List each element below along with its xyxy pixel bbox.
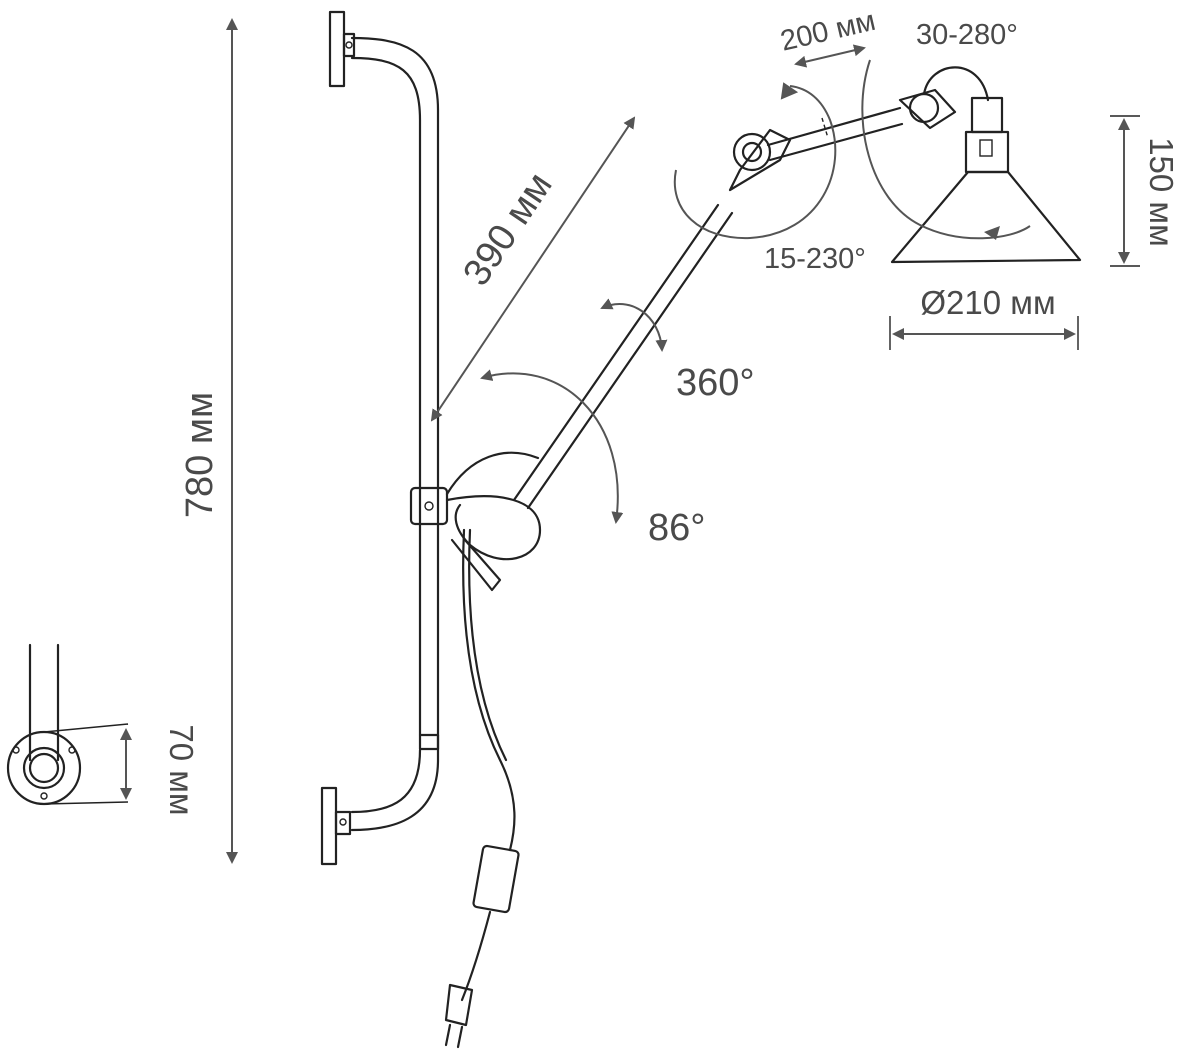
arm-rotation-arc [600,298,668,352]
total-height-label: 780 мм [179,392,221,518]
head-tilt-arc [861,59,1031,240]
base-tilt-label: 86° [648,507,705,549]
power-cord [444,528,520,1049]
wall-rail [320,10,449,866]
head-extension-dimension-line [794,44,866,68]
shade-diameter-label: Ø210 мм [920,284,1055,321]
arm-length-label: 390 мм [455,165,560,293]
lamp-shade [890,96,1082,264]
elbow-tilt-label: 15-230° [764,243,866,275]
arm-rotation-label: 360° [676,362,755,404]
head-extension-label: 200 мм [777,5,878,58]
lamp-arm [445,66,990,592]
shade-height-label: 150 мм [1143,137,1180,247]
base-tilt-arc [480,369,624,524]
elbow-tilt-arc [673,85,837,240]
head-tilt-label: 30-280° [916,19,1018,51]
mount-height-label: 70 мм [163,724,200,815]
arm-length-dimension-line [430,116,636,422]
mount-detail [6,643,129,806]
